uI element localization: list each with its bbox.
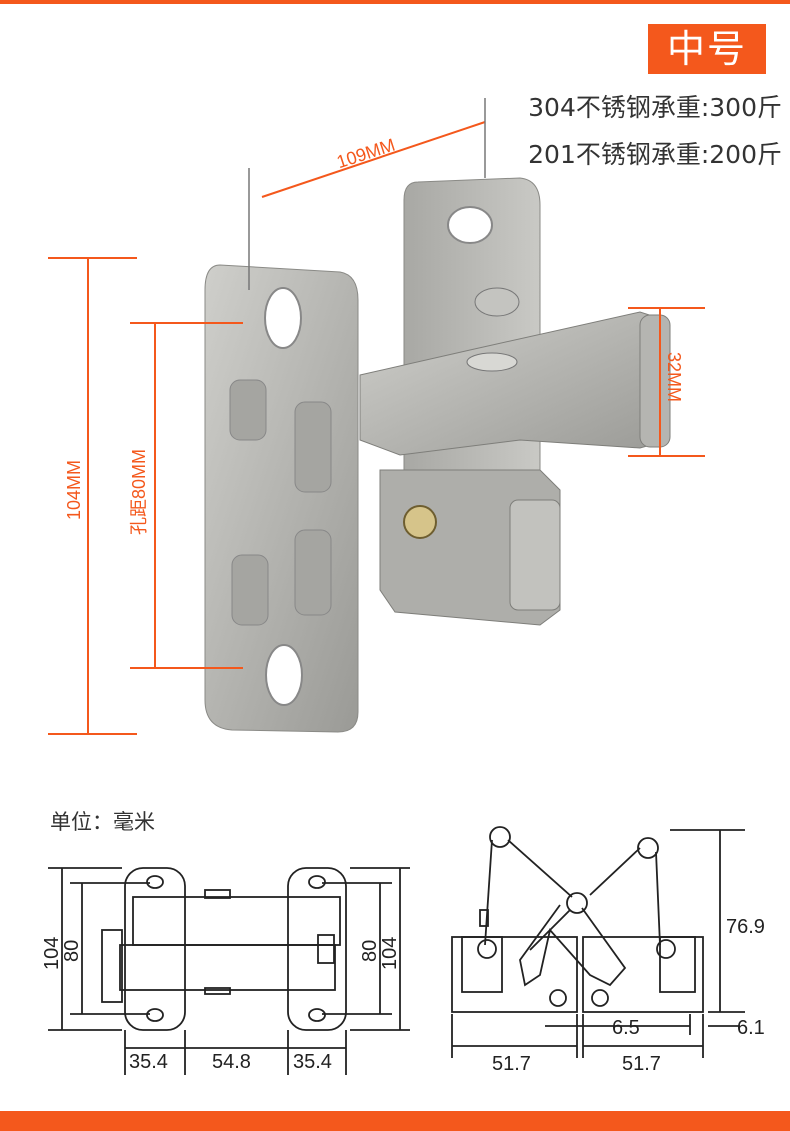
- front-dim-54: 54.8: [212, 1051, 251, 1073]
- side-left-base: [451, 936, 578, 1013]
- side-dim-76: 76.9: [726, 916, 765, 938]
- dim-hole-80: 孔距80MM: [129, 449, 149, 535]
- side-dim-6-1: 6.1: [737, 1017, 765, 1039]
- bottom-accent-bar: [0, 1111, 790, 1131]
- set-screw: [403, 505, 437, 539]
- front-dim-80-right: 80: [359, 940, 381, 962]
- recess-2: [294, 401, 332, 493]
- unit-label: 单位：毫米: [50, 810, 155, 834]
- front-body-lower: [119, 944, 336, 991]
- dim-104: 104MM: [64, 460, 84, 520]
- side-arm-left: [484, 839, 627, 987]
- arm-knuckle: [639, 314, 671, 448]
- recess-4: [294, 529, 332, 616]
- lower-roller: [509, 499, 561, 611]
- hinge-photo: 109MM 104MM 孔距80MM 32MM: [48, 98, 705, 735]
- spec-304: 304不锈钢承重:300斤: [528, 93, 782, 122]
- front-slot-bottom: [265, 644, 303, 706]
- recess-1: [229, 379, 267, 441]
- size-badge: 中号: [648, 24, 766, 74]
- side-right-base: [582, 936, 704, 1013]
- front-dim-104-left: 104: [41, 937, 63, 970]
- front-tab-bottom: [204, 987, 231, 995]
- spec-201: 201不锈钢承重:200斤: [528, 140, 782, 169]
- front-tab-top: [204, 889, 231, 899]
- recess-3: [231, 554, 269, 626]
- side-arm-right: [529, 847, 661, 951]
- back-slot: [447, 206, 493, 244]
- front-dim-35-left: 35.4: [129, 1051, 168, 1073]
- front-body: [132, 896, 341, 946]
- top-accent-bar: [0, 0, 790, 4]
- pin-back: [474, 287, 520, 317]
- pin-top: [466, 352, 518, 372]
- front-dim-35-right: 35.4: [293, 1051, 332, 1073]
- front-dim-80-left: 80: [61, 940, 83, 962]
- front-right-plate: [287, 867, 347, 1031]
- side-dim-51-left: 51.7: [492, 1053, 531, 1075]
- side-dim-6-5: 6.5: [612, 1017, 640, 1039]
- front-left-plate: [124, 867, 186, 1031]
- dim-32: 32MM: [664, 352, 684, 402]
- front-slot-top: [264, 287, 302, 349]
- front-left-knuckle: [101, 929, 123, 1003]
- side-dim-51-right: 51.7: [622, 1053, 661, 1075]
- front-dim-104-right: 104: [379, 937, 401, 970]
